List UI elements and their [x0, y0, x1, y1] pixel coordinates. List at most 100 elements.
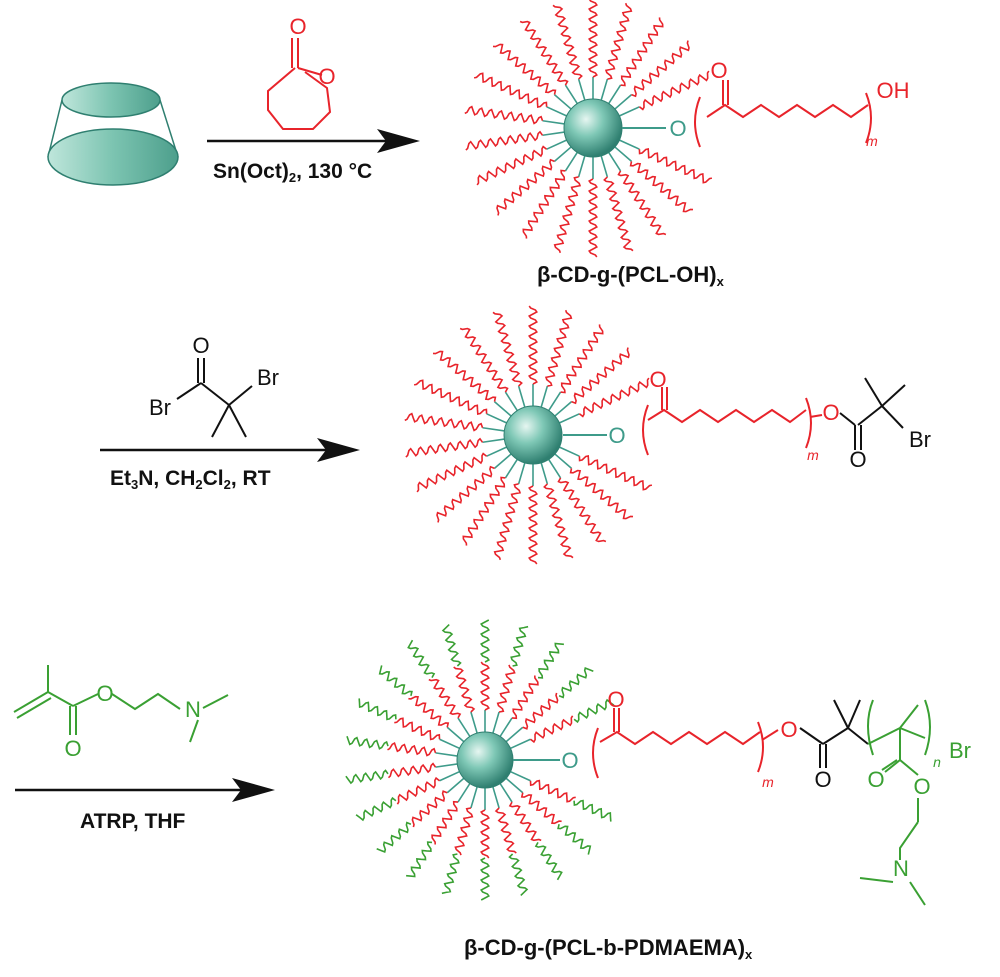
atom-o-9: O [561, 748, 578, 773]
pcl-arm [604, 2, 633, 80]
pcl-arm [496, 158, 555, 216]
star-arm-stem [439, 770, 462, 782]
star-arm-stem [546, 391, 562, 413]
reaction-arrow-1 [207, 129, 420, 153]
pcl-arm [571, 347, 630, 405]
atom-br-2: Br [149, 395, 171, 420]
pdmaema-arm [508, 853, 529, 896]
atom-o-1: O [710, 58, 727, 83]
atom-o-5: O [608, 423, 625, 448]
conditions-step-3: ATRP, THF [80, 810, 186, 833]
atom-o-ring: O [318, 64, 335, 89]
pcl-arm [522, 692, 559, 730]
pcl-arm [453, 666, 476, 713]
pcl-arm [432, 350, 497, 402]
product-label-pcl-b-pdmaema: β-CD-g-(PCL-b-PDMAEMA)x [464, 935, 753, 962]
subscript-m-3: m [762, 774, 774, 790]
star-arm-stem [470, 711, 479, 736]
star-polymer-pcl-br [404, 305, 653, 565]
star-arm-stem [552, 400, 573, 418]
pcl-arm [638, 70, 710, 111]
pdmaema-arm [573, 698, 615, 724]
pcl-arm [578, 377, 650, 418]
star-arm-stem [599, 78, 609, 103]
pcl-arm [522, 169, 566, 239]
atom-o-dmaema-2: O [64, 736, 81, 761]
star-arm-stem [617, 106, 640, 118]
pcl-arm [629, 161, 694, 213]
star-arm-stem [617, 138, 640, 150]
star-arm-stem [486, 413, 509, 425]
atom-o-7: O [849, 447, 866, 472]
pcl-arm [603, 176, 634, 252]
atom-o-3: O [192, 333, 209, 358]
dmaema-structure [13, 665, 229, 743]
star-arm-stem [539, 460, 549, 485]
atom-labels: O O O O OH m O Br Br O O m O O Br O O N … [64, 14, 971, 881]
star-arm-stem [612, 93, 633, 111]
pcl-chain-1 [622, 80, 872, 148]
star-arm-stem [577, 78, 587, 103]
star-arm-stem [606, 84, 622, 106]
pcl-arm [494, 807, 517, 854]
pcl-arm [480, 661, 490, 711]
pcl-arm [620, 17, 664, 87]
star-arm-stem [486, 445, 509, 457]
pcl-arm [465, 130, 544, 151]
star-arm-stem [542, 119, 567, 125]
pcl-arm [560, 324, 604, 394]
pdmaema-arm [346, 736, 389, 750]
pdmaema-arm [441, 853, 460, 895]
pcl-arm [638, 148, 713, 184]
star-arm-stem [493, 452, 514, 470]
bromoisobutyryl-bromide-structure [176, 358, 253, 438]
atom-o-4: O [649, 367, 666, 392]
star-arm-stem [508, 738, 531, 750]
pcl-arm [578, 455, 653, 491]
star-arm-stem [435, 752, 460, 758]
star-arm-stem [504, 726, 524, 744]
star-arm-stem [498, 717, 513, 739]
star-arm-stem [557, 445, 580, 457]
subscript-n: n [933, 754, 941, 770]
star-arm-stem [546, 138, 569, 150]
star-arm-stem [482, 438, 507, 444]
pcl-arm [387, 741, 437, 757]
pcl-arm [473, 72, 548, 108]
star-arm-stem [504, 776, 524, 794]
pcl-arm [496, 664, 516, 713]
pdmaema-arm [345, 769, 389, 785]
star-arm-stem [504, 457, 520, 479]
pcl-arm [530, 715, 574, 744]
atom-br-1: Br [257, 365, 279, 390]
atom-o-10: O [780, 717, 797, 742]
pcl-arm [529, 779, 576, 803]
pdmaema-arm [441, 624, 462, 667]
pcl-arm [519, 20, 569, 86]
pdmaema-arm [376, 821, 412, 853]
star-arm-stem [439, 738, 462, 750]
star-polymer-pcl-oh [464, 0, 713, 258]
star-arm-stem [446, 726, 466, 744]
caprolactone-structure [267, 38, 332, 130]
pcl-arm [493, 483, 522, 561]
atom-n-dmaema: N [185, 697, 201, 722]
atom-br-3: Br [909, 427, 931, 452]
pcl-b-pdmaema-chain [513, 699, 931, 906]
star-arm-stem [491, 784, 500, 809]
cyclodextrin-icon [47, 82, 179, 186]
star-arm-stem [599, 153, 609, 178]
atom-oh: OH [877, 78, 910, 103]
pdmaema-arm [558, 667, 594, 699]
star-arm-stem [612, 145, 633, 163]
atom-o-6: O [822, 400, 839, 425]
pdmaema-arm [480, 857, 490, 901]
pcl-arm [617, 170, 667, 236]
star-arm-stem [564, 150, 580, 172]
atom-o-8: O [607, 687, 624, 712]
star-arm-stem [539, 385, 549, 410]
pcl-arm [394, 717, 441, 741]
pcl-arm [411, 790, 448, 828]
star-arm-stem [446, 776, 466, 794]
pcl-arm [631, 40, 690, 98]
